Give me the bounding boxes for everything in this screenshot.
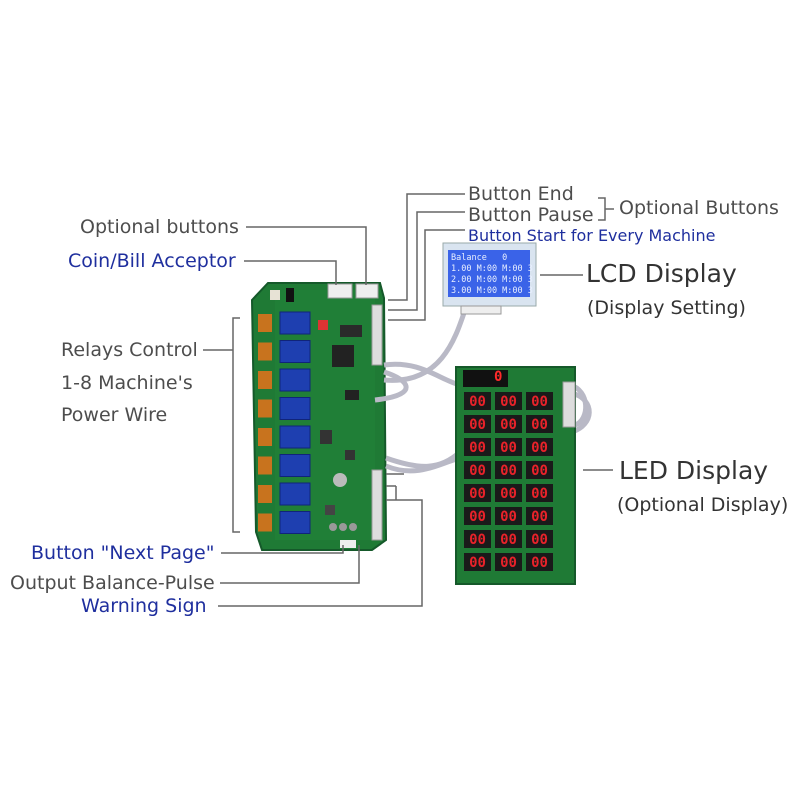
led-digit-cell <box>495 415 522 433</box>
led-digit-text: 00 <box>531 463 548 479</box>
optional-buttons-right-label: Optional Buttons <box>619 197 779 219</box>
led-digit-cell <box>495 507 522 525</box>
led-digit-cell <box>464 392 491 410</box>
relay-terminal <box>258 456 272 475</box>
relay <box>279 482 311 506</box>
relay <box>279 311 311 335</box>
led-digit-cell <box>526 415 553 433</box>
led-digit-text: 00 <box>469 417 486 433</box>
led-digit-text: 00 <box>531 394 548 410</box>
led-digit-text: 00 <box>500 417 517 433</box>
led-digit-cell <box>526 461 553 479</box>
lcd-line-1: Balance 0 <box>451 253 508 263</box>
button-pause-label: Button Pause <box>468 204 594 226</box>
button-start-label: Button Start for Every Machine <box>468 226 716 245</box>
led-digit-text: 00 <box>469 394 486 410</box>
relay-terminal <box>258 399 272 418</box>
lcd-line-3: 2.00 M:00 M:00 3 <box>451 275 533 285</box>
led-digit-text: 00 <box>531 532 548 548</box>
relays-machines-label: 1-8 Machine's <box>61 372 193 394</box>
led-digit-text: 00 <box>500 463 517 479</box>
relay-terminal <box>258 342 272 361</box>
led-digit-cell <box>464 530 491 548</box>
leader-lines <box>203 193 614 607</box>
led-digit-text: 00 <box>500 532 517 548</box>
led-digit-text: 00 <box>469 463 486 479</box>
led-digit-cell <box>526 438 553 456</box>
led-digit-cell <box>526 530 553 548</box>
lcd-line-4: 3.00 M:00 M:00 3 <box>451 286 533 296</box>
lcd-display-sub-label: (Display Setting) <box>587 297 746 319</box>
led-digit-text: 00 <box>531 555 548 571</box>
led-display-label: LED Display <box>619 456 769 485</box>
led-digit-cell <box>464 553 491 571</box>
output-balance-pulse-label: Output Balance-Pulse <box>10 572 215 594</box>
led-digit-cell <box>526 392 553 410</box>
led-digit-text: 00 <box>500 555 517 571</box>
relay-terminal <box>258 428 272 446</box>
pcb-components <box>270 283 383 548</box>
led-digit-text: 00 <box>500 440 517 456</box>
relay-bank <box>258 311 311 534</box>
led-digit-text: 00 <box>469 532 486 548</box>
relay-terminal <box>258 371 272 389</box>
led-digit-text: 00 <box>531 417 548 433</box>
relay <box>279 397 311 420</box>
led-digit-text: 00 <box>500 509 517 525</box>
led-digit-cell <box>464 438 491 456</box>
relay <box>279 425 311 449</box>
led-display-sub-label: (Optional Display) <box>617 494 789 516</box>
optional-buttons-label: Optional buttons <box>80 216 239 238</box>
relay <box>279 511 311 534</box>
led-digit-text: 00 <box>531 509 548 525</box>
relay <box>279 340 311 363</box>
led-digit-cell <box>464 415 491 433</box>
led-digit-cell <box>495 484 522 502</box>
led-digit-text: 00 <box>469 440 486 456</box>
led-digit-cell <box>495 461 522 479</box>
relay-terminal <box>258 314 272 332</box>
relay-terminal <box>258 513 272 532</box>
led-digit-cell <box>495 438 522 456</box>
led-digit-grid: 00 00 00 00 00 00 00 00 00 00 00 00 00 00 00 00 00 00 00 00… <box>464 392 553 571</box>
led-digit-cell <box>495 392 522 410</box>
relay <box>279 454 311 477</box>
lcd-display-label: LCD Display <box>586 259 737 288</box>
led-digit-text: 00 <box>500 486 517 502</box>
button-end-label: Button End <box>468 183 574 205</box>
led-digit-text: 00 <box>531 440 548 456</box>
led-digit-cell <box>464 507 491 525</box>
led-digit-cell <box>526 553 553 571</box>
coin-bill-acceptor-label: Coin/Bill Acceptor <box>68 250 236 272</box>
led-digit-text: 00 <box>469 509 486 525</box>
lcd-module <box>442 242 537 315</box>
led-digit-text: 00 <box>469 486 486 502</box>
led-top-digit: 0 <box>494 369 503 385</box>
led-digit-cell <box>526 484 553 502</box>
lcd-line-2: 1.00 M:00 M:00 3 <box>451 264 533 274</box>
relays-power-wire-label: Power Wire <box>61 404 168 426</box>
relays-control-label: Relays Control <box>61 339 198 361</box>
led-digit-cell <box>464 461 491 479</box>
warning-sign-label: Warning Sign <box>81 595 207 617</box>
relay-terminal <box>258 485 272 503</box>
button-next-page-label: Button "Next Page" <box>31 542 215 564</box>
led-digit-text: 00 <box>469 555 486 571</box>
relay <box>279 368 311 392</box>
led-digit-cell <box>526 507 553 525</box>
led-digit-text: 00 <box>500 394 517 410</box>
led-digit-cell <box>464 484 491 502</box>
led-digit-text: 00 <box>531 486 548 502</box>
led-digit-cell <box>495 553 522 571</box>
led-digit-cell <box>495 530 522 548</box>
